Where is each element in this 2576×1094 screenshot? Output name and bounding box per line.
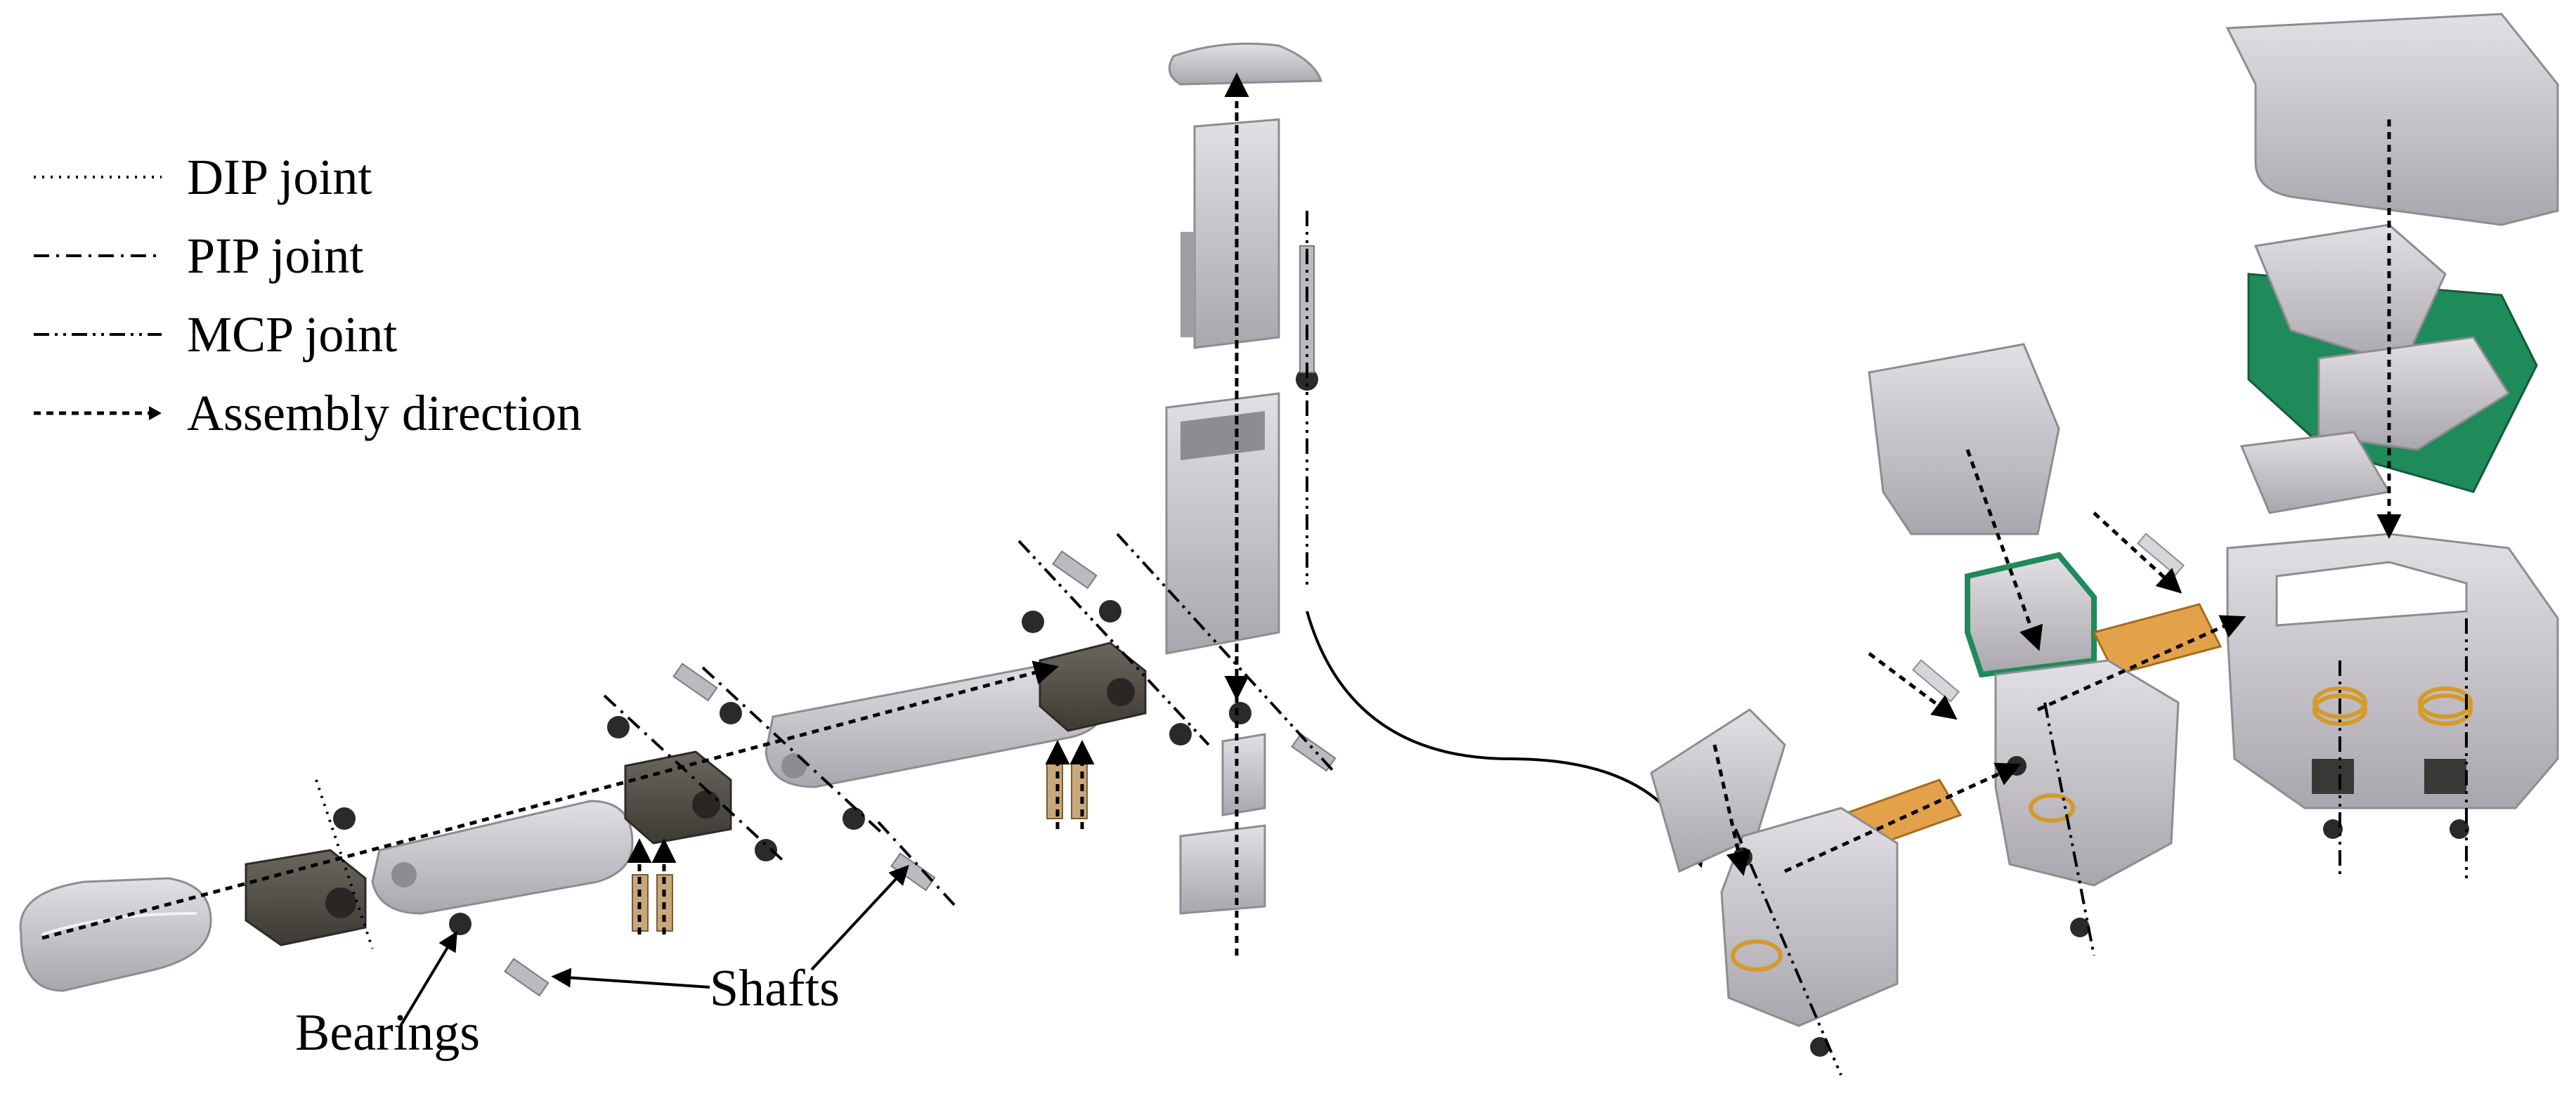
line-style-legend: DIP joint PIP joint MCP joint Assembly d… xyxy=(31,138,663,452)
thumb-distal-block xyxy=(1720,807,1899,1027)
legend-label-mcp: MCP joint xyxy=(187,306,398,363)
shafts-callout: Shafts xyxy=(710,960,840,1017)
palm-axis-lines xyxy=(1734,618,2468,1076)
legend-label-pip: PIP joint xyxy=(187,227,364,284)
dotted-line-swatch xyxy=(34,176,162,178)
legend-item-dip-joint: DIP joint xyxy=(31,138,663,216)
callout-leaders xyxy=(399,864,909,1027)
dash-dot-line-swatch xyxy=(34,254,162,257)
legend-item-mcp-joint: MCP joint xyxy=(31,295,663,374)
joint-axis-lines xyxy=(315,211,1336,949)
finger-assembly xyxy=(19,42,1336,1027)
assembly-direction-arrows xyxy=(41,72,1249,956)
thumb-middle-block xyxy=(1994,659,2180,887)
thumb-distal-plate xyxy=(1650,708,1786,873)
bearings-and-shafts xyxy=(333,368,1318,935)
vertical-column-parts xyxy=(1165,42,1323,915)
thumb-pcb-chip xyxy=(1965,552,2097,678)
distal-fingertip-part xyxy=(19,877,212,992)
mcp-joint-connector xyxy=(1039,642,1147,732)
connection-curve xyxy=(1306,611,1705,868)
palm-base-housing xyxy=(2226,533,2559,809)
bearings-callout: Bearings xyxy=(295,1004,481,1062)
palm-springs xyxy=(2312,686,2473,726)
legend-label-dip: DIP joint xyxy=(187,148,372,205)
pip-joint-connector xyxy=(624,750,732,845)
palm-top-cover xyxy=(2225,13,2559,226)
dash-dot-dot-line-swatch xyxy=(34,333,162,336)
palm-assembly xyxy=(1650,13,2559,1076)
thumb-top-plate xyxy=(1868,343,2060,535)
legend-item-assembly-direction: Assembly direction xyxy=(31,374,663,452)
dip-joint-connector xyxy=(245,849,367,946)
palm-pins xyxy=(1911,533,2185,703)
palm-assembly-arrows xyxy=(1712,119,2402,876)
legend-item-pip-joint: PIP joint xyxy=(31,216,663,295)
middle-phalanx-part xyxy=(371,800,634,915)
dashed-arrow-swatch xyxy=(34,406,162,420)
legend-label-assembly-direction: Assembly direction xyxy=(187,384,582,441)
